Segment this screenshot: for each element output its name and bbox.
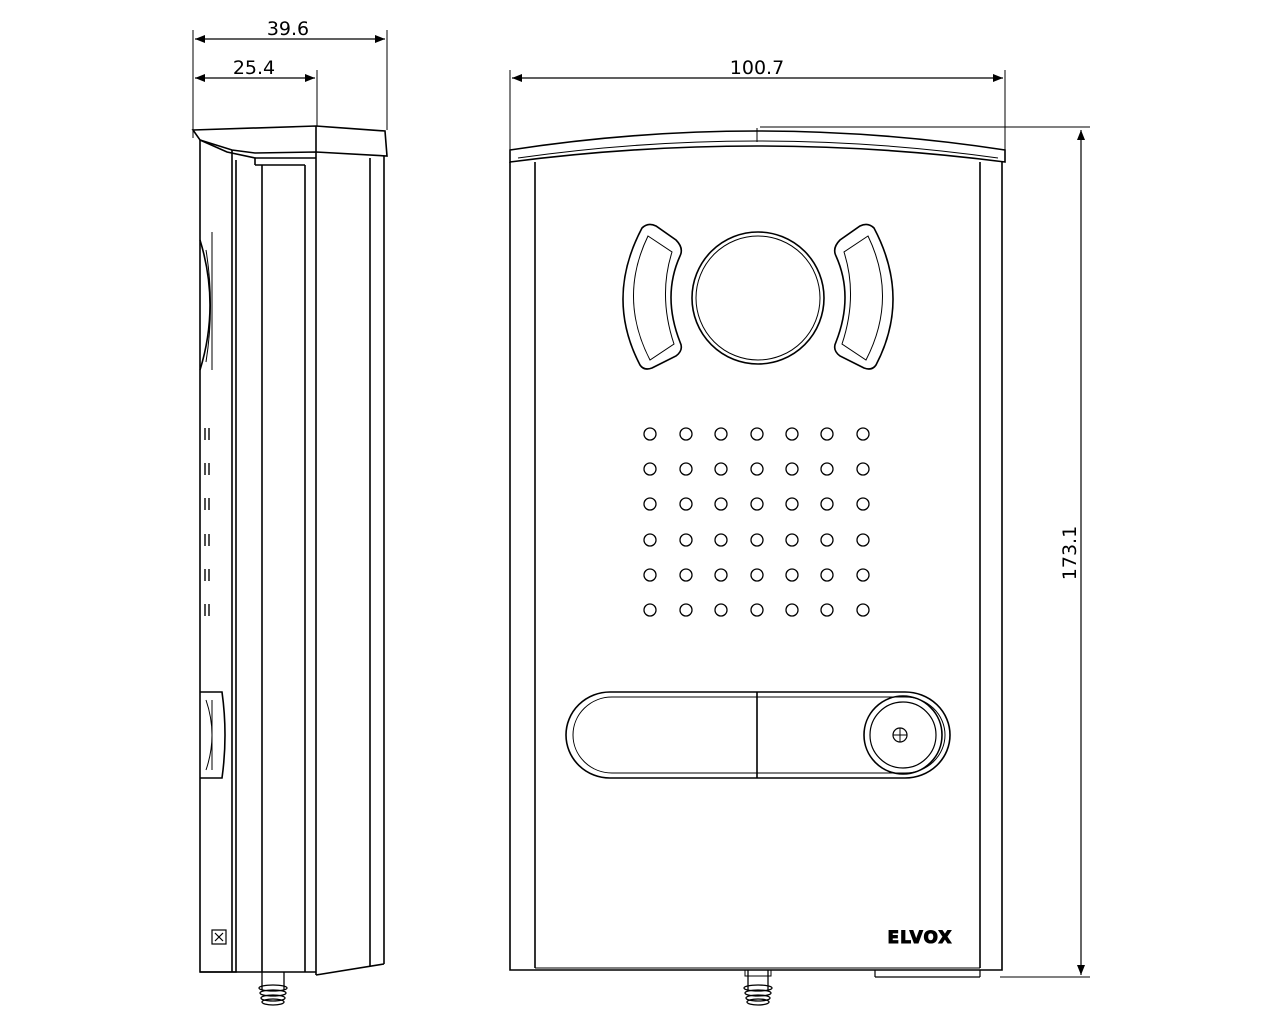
front-hood — [509, 128, 1006, 163]
ir-led-right — [833, 223, 894, 370]
camera-lens — [691, 231, 825, 365]
dimension-side-panel-depth: 25.4 — [195, 57, 315, 82]
call-button[interactable] — [863, 695, 943, 775]
dimension-label-side-total-depth: 39.6 — [267, 18, 309, 40]
dimension-label-front-width: 100.7 — [730, 57, 784, 79]
side-button-bump — [200, 691, 226, 779]
dimension-front-height: 173.1 — [1059, 130, 1085, 975]
ir-led-left — [622, 223, 683, 370]
dimension-label-front-height: 173.1 — [1059, 526, 1081, 580]
name-plate-panel — [565, 691, 951, 779]
front-mounting-screw — [743, 969, 773, 1006]
front-view: 100.7 173.1 — [509, 57, 1090, 1006]
side-body — [199, 140, 385, 976]
brand-logo: ELVOX — [888, 928, 953, 948]
dimension-side-total-depth: 39.6 — [195, 18, 385, 43]
side-mounting-screw — [258, 972, 288, 1006]
side-logo-mark — [211, 929, 227, 945]
side-speaker-slots — [204, 428, 210, 616]
speaker-grille — [643, 427, 870, 617]
side-hood — [191, 125, 388, 165]
dimension-label-side-panel-depth: 25.4 — [233, 57, 275, 79]
dimension-front-width: 100.7 — [512, 57, 1003, 82]
side-view: 39.6 25.4 — [191, 18, 388, 1006]
side-camera-bump — [199, 239, 211, 371]
